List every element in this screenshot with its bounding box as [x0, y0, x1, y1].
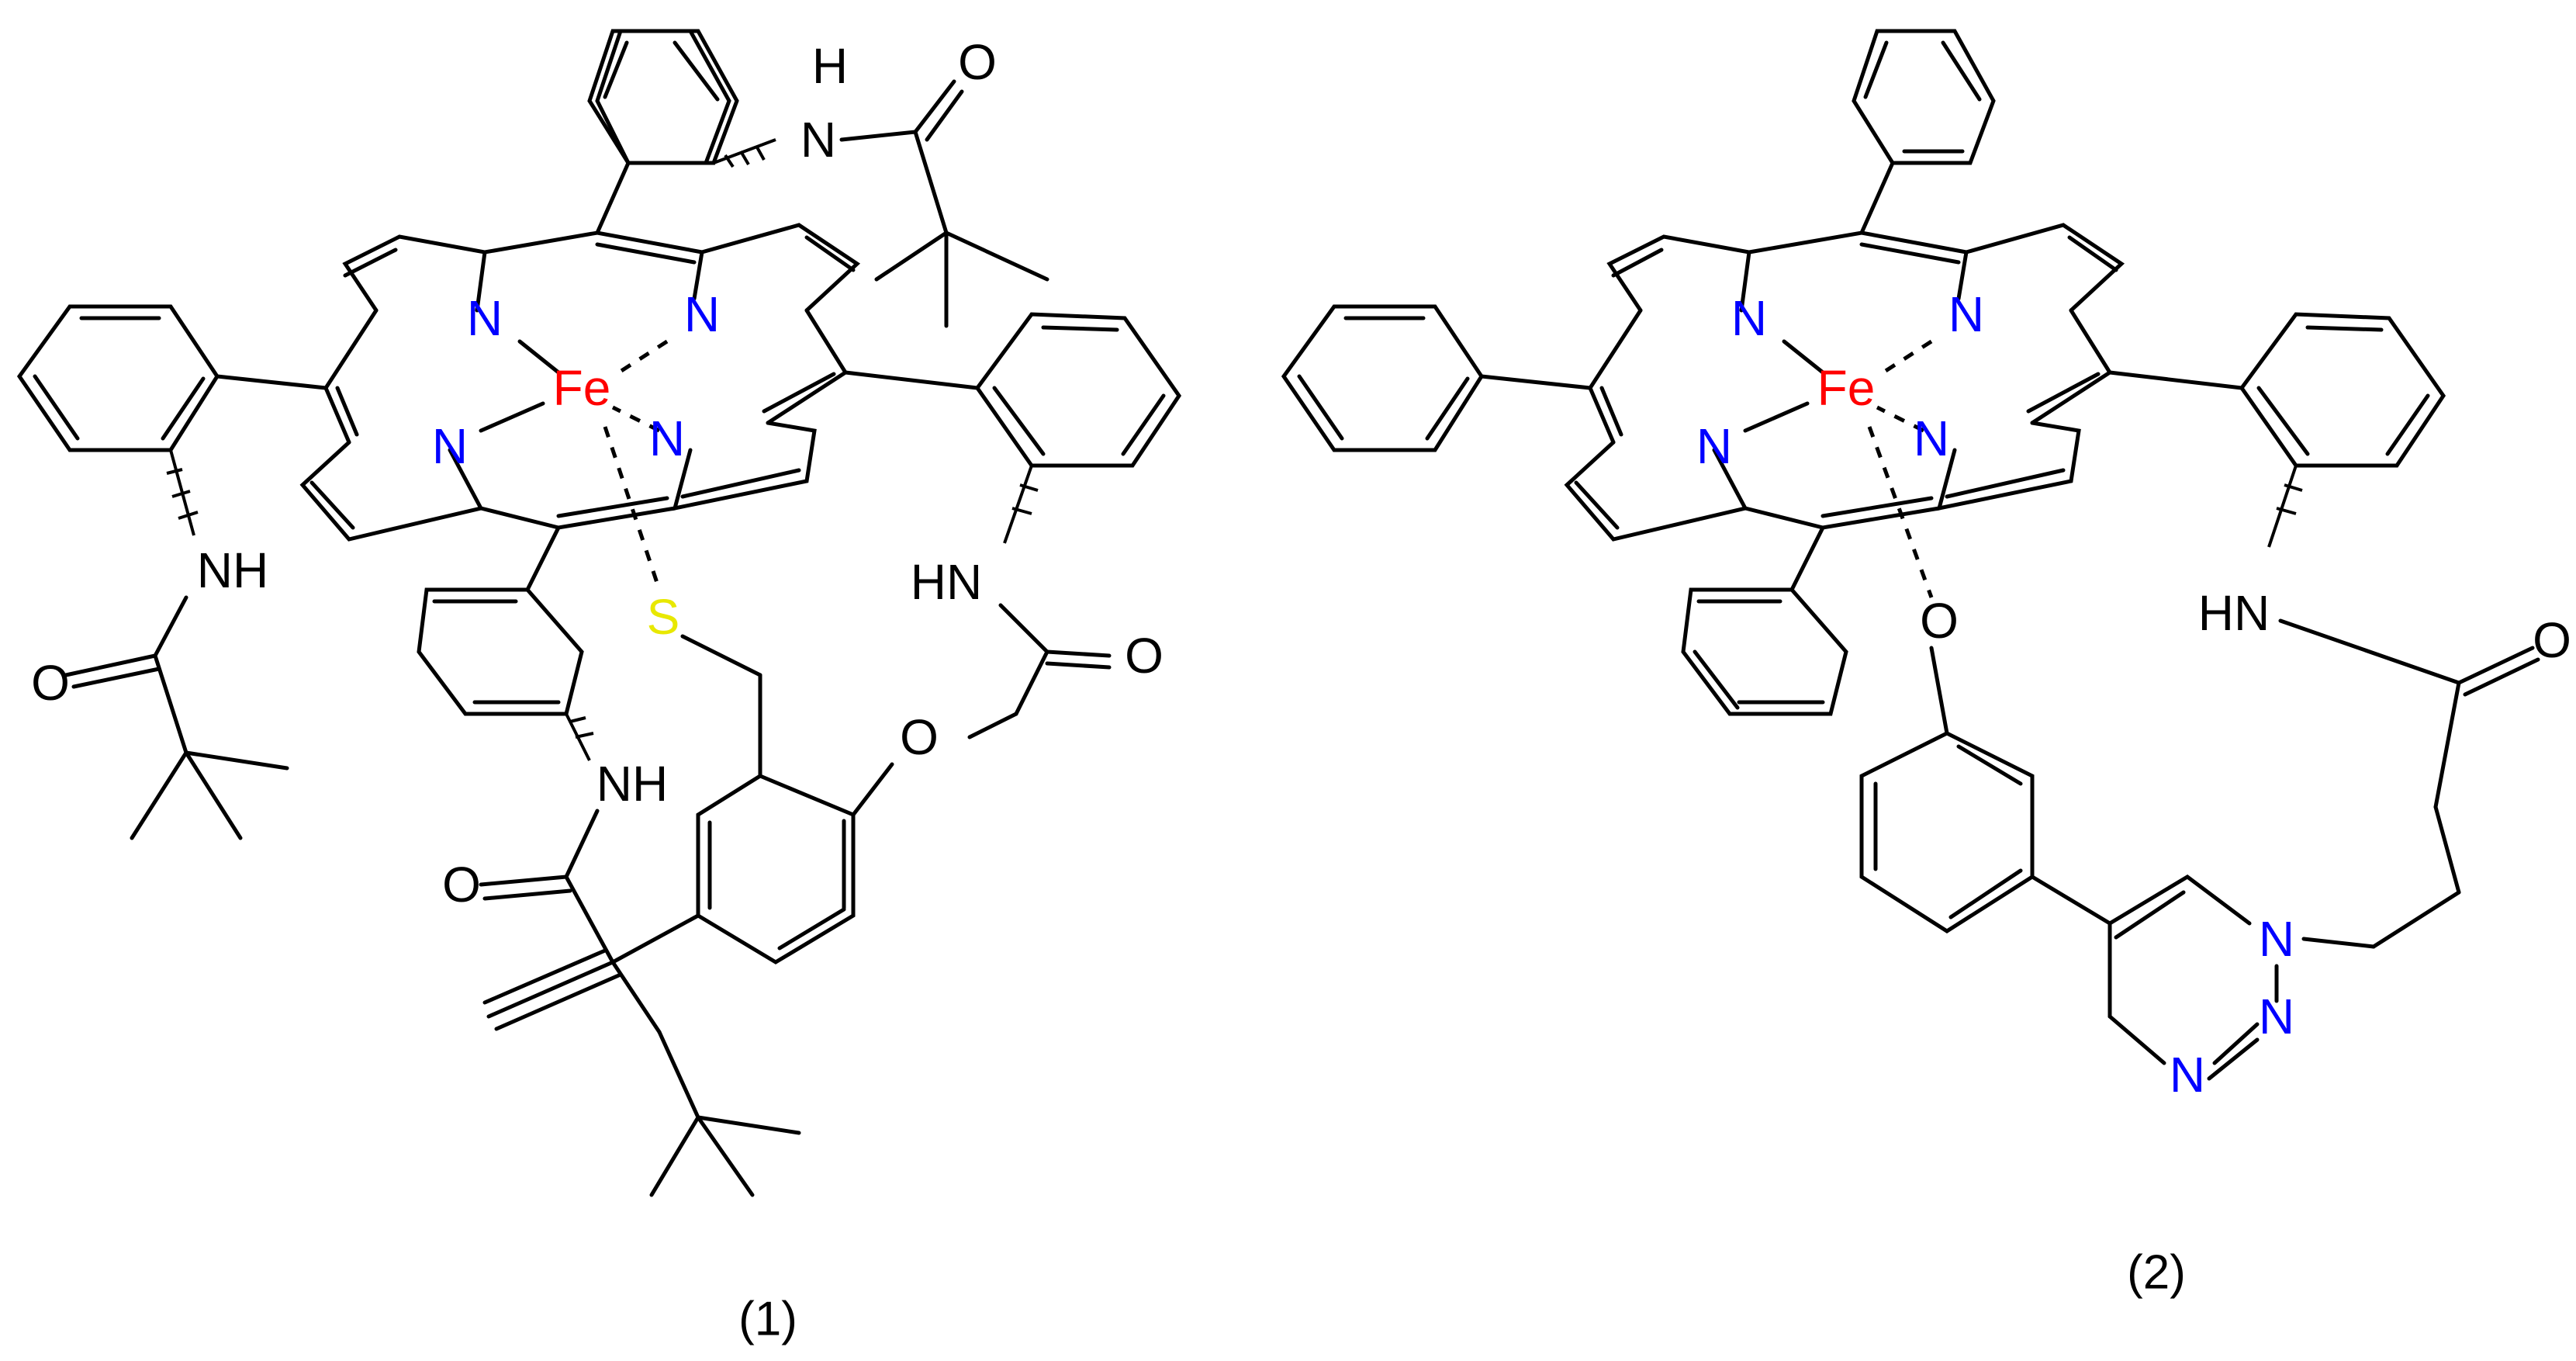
- right-phenyl-1: [843, 312, 1182, 739]
- o-ether-1: O: [900, 709, 939, 765]
- compound-1-structure: Fe N N N N S H N O: [16, 29, 1182, 1346]
- compound-2-structure: Fe N N N N O: [1281, 29, 2571, 1300]
- top-phenyl-2: [1852, 29, 1996, 235]
- compound-2-label: (2): [2127, 1246, 2186, 1300]
- s-atom-1: S: [647, 589, 680, 645]
- triazole-n1-2: N: [2259, 911, 2294, 967]
- right-phenyl-2: [2107, 312, 2540, 949]
- n-atom-2c: N: [1696, 418, 1732, 474]
- nh-top-1: H: [812, 38, 848, 94]
- hn-right-2: HN: [2198, 585, 2270, 641]
- triazole-n2-2: N: [2259, 989, 2294, 1044]
- n-atom-2d: N: [1914, 410, 1949, 466]
- o-top-1: O: [958, 34, 997, 90]
- top-phenyl-1: [587, 29, 1049, 328]
- fe-atom-1: Fe: [553, 360, 611, 416]
- thioether-aryl-ring-1: [610, 634, 894, 964]
- triazole-n3-2: N: [2170, 1047, 2205, 1103]
- fe-atom-2: Fe: [1817, 360, 1876, 416]
- phenoxy-ring-2: [1859, 646, 2112, 933]
- n-atom-2b: N: [1948, 286, 1984, 342]
- o-carbonyl-2: O: [2533, 612, 2571, 668]
- o-atom-axial-2: O: [1920, 593, 1959, 649]
- n-atom-1b: N: [684, 286, 720, 342]
- o-left-1: O: [31, 655, 70, 711]
- triazole-ring-2: [2107, 874, 2279, 1081]
- n-atom-1d: N: [649, 410, 685, 466]
- n-atom-1c: N: [432, 418, 468, 474]
- bottom-phenyl-1: [417, 525, 801, 1197]
- nh-bottom-1: NH: [596, 756, 668, 812]
- n-top-1: N: [800, 112, 836, 168]
- o-bottom-1: O: [442, 857, 481, 913]
- o-carbonyl-right-1: O: [1125, 628, 1164, 684]
- left-phenyl-2: [1281, 304, 1592, 452]
- left-phenyl-1: [16, 304, 328, 840]
- compound-1-label: (1): [738, 1293, 797, 1346]
- n-atom-1a: N: [467, 290, 503, 346]
- bottom-phenyl-2: [1681, 525, 1848, 716]
- nh-left-1: NH: [197, 542, 268, 598]
- n-atom-2a: N: [1731, 290, 1767, 346]
- hn-right-1: HN: [911, 554, 982, 610]
